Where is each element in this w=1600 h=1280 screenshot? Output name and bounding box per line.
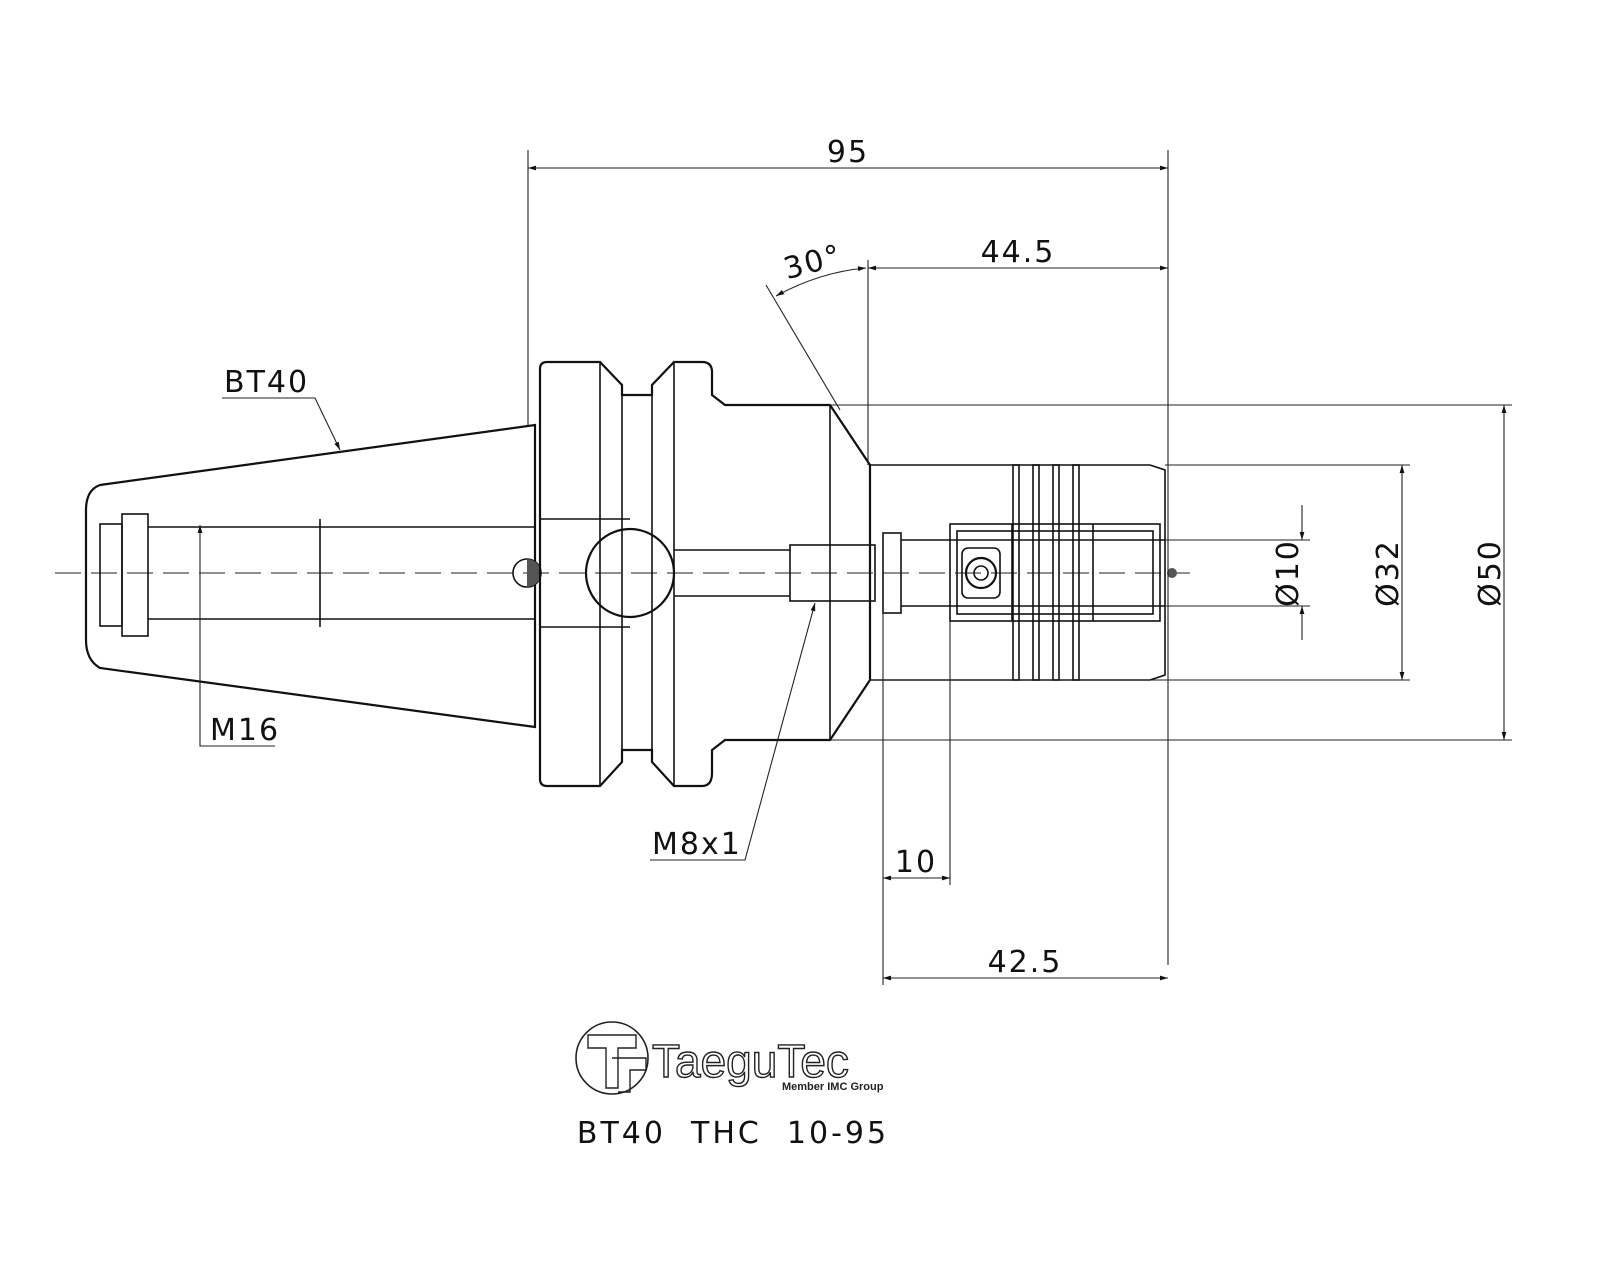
dim-flange-dia: Ø50 <box>1473 539 1508 607</box>
brand-logo-icon <box>575 1021 649 1095</box>
dim-clamp-length: 44.5 <box>981 235 1056 270</box>
model-code: BT40 THC 10-95 <box>577 1116 889 1151</box>
brand-tagline: Member IMC Group <box>782 1081 884 1093</box>
flange <box>538 360 876 788</box>
brand-name: TaeguTec <box>652 1035 849 1087</box>
cross-hole <box>584 527 676 619</box>
dimension-lines <box>197 150 1512 985</box>
callout-retention-thread: M16 <box>210 713 280 748</box>
dim-body-dia: Ø32 <box>1371 539 1406 607</box>
dim-angle: 30° <box>780 238 846 287</box>
dim-offset: 10 <box>895 845 937 880</box>
brand-logo: TaeguTec Member IMC Group <box>575 1021 884 1095</box>
clamp-screw <box>964 556 998 590</box>
tool-body <box>870 464 1177 681</box>
dim-min-length: 42.5 <box>988 945 1063 980</box>
callout-coolant-thread: M8x1 <box>652 827 742 862</box>
dim-overall-length: 95 <box>827 135 869 170</box>
taper-shank <box>84 423 542 729</box>
callout-taper: BT40 <box>224 365 309 400</box>
dim-bore-dia: Ø10 <box>1271 539 1306 607</box>
